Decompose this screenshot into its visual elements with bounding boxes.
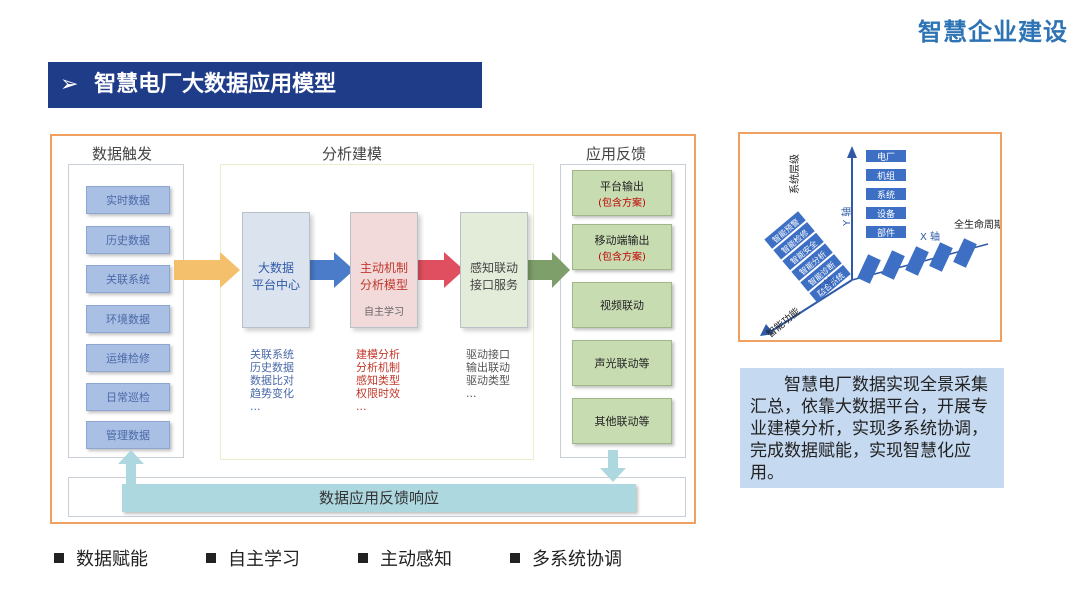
list-item: 历史数据 [250, 361, 294, 374]
section-title-analysis: 分析建模 [322, 145, 383, 163]
page-title: 智慧电厂大数据应用模型 [94, 72, 337, 97]
square-bullet-icon [358, 553, 368, 563]
output-item: 平台输出 (包含方案) [572, 170, 672, 216]
chevron-right-icon: ➢ [60, 72, 79, 97]
source-item: 管理数据 [86, 421, 170, 449]
svg-text:全生命周期管理: 全生命周期管理 [954, 218, 1000, 231]
source-item: 日常巡检 [86, 383, 170, 411]
stage-box-platform: 大数据 平台中心 [242, 212, 310, 328]
arrow-green [526, 252, 570, 288]
svg-text:部件: 部件 [877, 227, 895, 239]
square-bullet-icon [510, 553, 520, 563]
stage-list-model: 建模分析 分析机制 感知类型 权限时效 ... [356, 348, 446, 413]
axis-diagram-frame [738, 132, 1002, 342]
arrow-up-icon [118, 450, 144, 486]
source-item: 运维检修 [86, 344, 170, 372]
flow-arrows [174, 252, 570, 288]
svg-text:机组: 机组 [877, 170, 895, 182]
bullet-item: 多系统协调 [510, 545, 622, 571]
list-item: 驱动接口 [466, 348, 510, 361]
list-item: ... [356, 400, 367, 413]
brand-title: 智慧企业建设 [918, 18, 1068, 46]
bullet-item: 主动感知 [358, 545, 452, 571]
source-item: 实时数据 [86, 186, 170, 214]
bullet-label: 数据赋能 [76, 549, 148, 570]
y-axis-items: 电厂 机组 系统 设备 部件 [866, 150, 906, 239]
list-item: 关联系统 [250, 348, 294, 361]
output-item: 视频联动 [572, 282, 672, 328]
list-item: 数据比对 [250, 374, 294, 387]
list-item: 分析机制 [356, 361, 400, 374]
arrow-red [414, 252, 464, 288]
svg-text:Y 轴: Y 轴 [840, 207, 853, 227]
stage-box-interface: 感知联动 接口服务 [460, 212, 528, 328]
svg-text:X 轴: X 轴 [920, 230, 940, 243]
output-label: 其他联动等 [594, 415, 650, 428]
square-bullet-icon [206, 553, 216, 563]
svg-text:电厂: 电厂 [877, 151, 895, 163]
description-box: 智慧电厂数据实现全景采集汇总，依靠大数据平台，开展专业建模分析，实现多系统协调，… [740, 368, 1004, 488]
square-bullet-icon [54, 553, 64, 563]
output-label: 声光联动等 [594, 357, 650, 370]
svg-text:系统层级: 系统层级 [788, 154, 801, 194]
output-label: 移动端输出 [594, 233, 650, 247]
output-item: 声光联动等 [572, 340, 672, 386]
bullet-label: 自主学习 [228, 549, 300, 570]
feedback-bar: 数据应用反馈响应 [122, 484, 636, 512]
list-item: 驱动类型 [466, 374, 510, 387]
bullet-item: 数据赋能 [54, 545, 148, 571]
bullet-label: 多系统协调 [532, 549, 622, 570]
section-title-feedback: 应用反馈 [586, 145, 647, 163]
output-label: 平台输出 [600, 179, 644, 193]
list-item: 感知类型 [356, 374, 400, 387]
list-item: 输出联动 [466, 361, 510, 374]
output-sub: (包含方案) [598, 197, 646, 209]
arrow-down-icon [600, 450, 626, 482]
arrow-yellow [174, 252, 240, 288]
axis-diagram: 电厂 机组 系统 设备 部件 系统层级 Y 轴 X 轴 全生命周期管理 智能预警… [760, 146, 1000, 340]
stage-sub: 自主学习 [364, 307, 404, 318]
svg-text:智能功能: 智能功能 [764, 305, 803, 340]
list-item: 建模分析 [356, 348, 400, 361]
stage-list-interface: 驱动接口 输出联动 驱动类型 ... [466, 348, 556, 400]
svg-text:系统: 系统 [877, 189, 895, 201]
stage-line2: 分析模型 [359, 278, 408, 292]
stage-line1: 大数据 [257, 261, 294, 275]
main-diagram-frame [50, 134, 696, 524]
output-sub: (包含方案) [598, 251, 646, 263]
list-item: 权限时效 [356, 387, 400, 400]
section-title-trigger: 数据触发 [92, 145, 153, 163]
source-item: 环境数据 [86, 305, 170, 333]
stage-list-platform: 关联系统 历史数据 数据比对 趋势变化 ... [250, 348, 340, 413]
bullet-label: 主动感知 [380, 549, 452, 570]
svg-text:设备: 设备 [877, 208, 895, 220]
source-item: 关联系统 [86, 265, 170, 293]
bullet-item: 自主学习 [206, 545, 300, 571]
stage-line2: 平台中心 [251, 278, 300, 292]
output-item: 其他联动等 [572, 398, 672, 444]
stage-line1: 感知联动 [469, 261, 518, 275]
feedback-container [68, 477, 686, 517]
stage-line1: 主动机制 [359, 261, 408, 275]
output-item: 移动端输出 (包含方案) [572, 224, 672, 270]
list-item: ... [250, 400, 261, 413]
list-item: 趋势变化 [250, 387, 294, 400]
page-title-bar: ➢ 智慧电厂大数据应用模型 [48, 62, 482, 108]
list-item: ... [466, 387, 477, 400]
x-axis-items [857, 238, 977, 284]
output-label: 视频联动 [600, 299, 644, 312]
source-item: 历史数据 [86, 226, 170, 254]
stage-line2: 接口服务 [469, 278, 518, 292]
stage-box-model: 主动机制 分析模型 自主学习 [350, 212, 418, 328]
arrow-blue [304, 252, 354, 288]
